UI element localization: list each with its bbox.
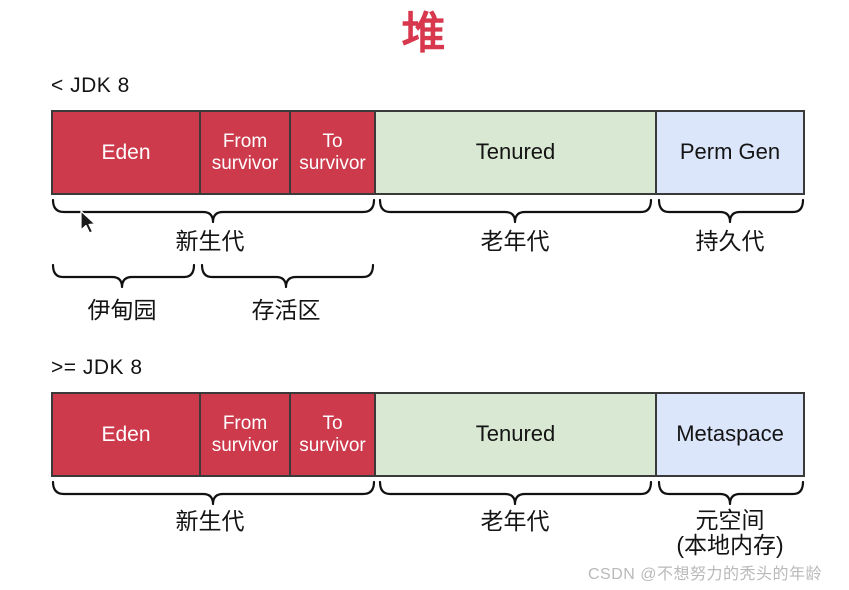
group-label-perm-gen-jdk7: 持久代 [695, 228, 765, 254]
segment-to-survivor-jdk7-line1: To [322, 131, 343, 153]
segment-perm-gen-jdk7[interactable]: Perm Gen [655, 110, 805, 195]
segment-from-survivor-jdk7-line1: From [222, 131, 268, 153]
brace-survivor-jdk7 [200, 263, 375, 289]
segment-to-survivor-jdk8[interactable]: To survivor [289, 392, 376, 477]
brace-old-gen-jdk7 [378, 198, 653, 224]
group-label-old-gen-jdk8: 老年代 [480, 508, 550, 534]
group-label-metaspace-jdk8-line2: (本地内存) [676, 532, 784, 559]
group-label-young-gen-jdk8: 新生代 [175, 508, 245, 534]
segment-from-survivor-jdk8-line2: survivor [211, 434, 279, 456]
brace-eden-jdk7 [51, 263, 196, 289]
brace-young-gen-jdk7 [51, 198, 376, 224]
segment-from-survivor-jdk8-line1: From [222, 413, 268, 435]
brace-old-gen-jdk8 [378, 480, 653, 506]
segment-to-survivor-jdk7-line2: survivor [299, 152, 366, 174]
page-title: 堆 [401, 9, 448, 58]
brace-perm-gen-jdk7 [657, 198, 805, 224]
segment-from-survivor-jdk7-line2: survivor [211, 152, 279, 174]
segment-from-survivor-jdk7[interactable]: From survivor [199, 110, 291, 195]
brace-young-gen-jdk8 [51, 480, 376, 506]
segment-to-survivor-jdk8-line1: To [322, 413, 343, 435]
watermark: CSDN @不想努力的秃头的年龄 [588, 566, 823, 583]
segment-tenured-jdk7[interactable]: Tenured [374, 110, 657, 195]
group-label-old-gen-jdk7: 老年代 [480, 228, 550, 254]
segment-eden-jdk8[interactable]: Eden [51, 392, 201, 477]
segment-eden-jdk7[interactable]: Eden [51, 110, 201, 195]
segment-from-survivor-jdk8[interactable]: From survivor [199, 392, 291, 477]
segment-tenured-jdk8[interactable]: Tenured [374, 392, 657, 477]
brace-metaspace-jdk8 [657, 480, 805, 506]
sub-group-label-survivor-jdk7: 存活区 [251, 297, 321, 323]
group-label-metaspace-jdk8-line1: 元空间 [695, 507, 765, 533]
group-label-metaspace-jdk8: 元空间 (本地内存) [650, 507, 810, 559]
segment-to-survivor-jdk8-line2: survivor [299, 434, 366, 456]
segment-metaspace-jdk8[interactable]: Metaspace [655, 392, 805, 477]
mouse-cursor [80, 210, 96, 234]
segment-to-survivor-jdk7[interactable]: To survivor [289, 110, 376, 195]
sub-group-label-eden-jdk7: 伊甸园 [87, 297, 157, 323]
version-label-jdk8: >= JDK 8 [51, 356, 143, 379]
group-label-young-gen-jdk7: 新生代 [175, 228, 245, 254]
version-label-jdk7: < JDK 8 [51, 74, 130, 97]
